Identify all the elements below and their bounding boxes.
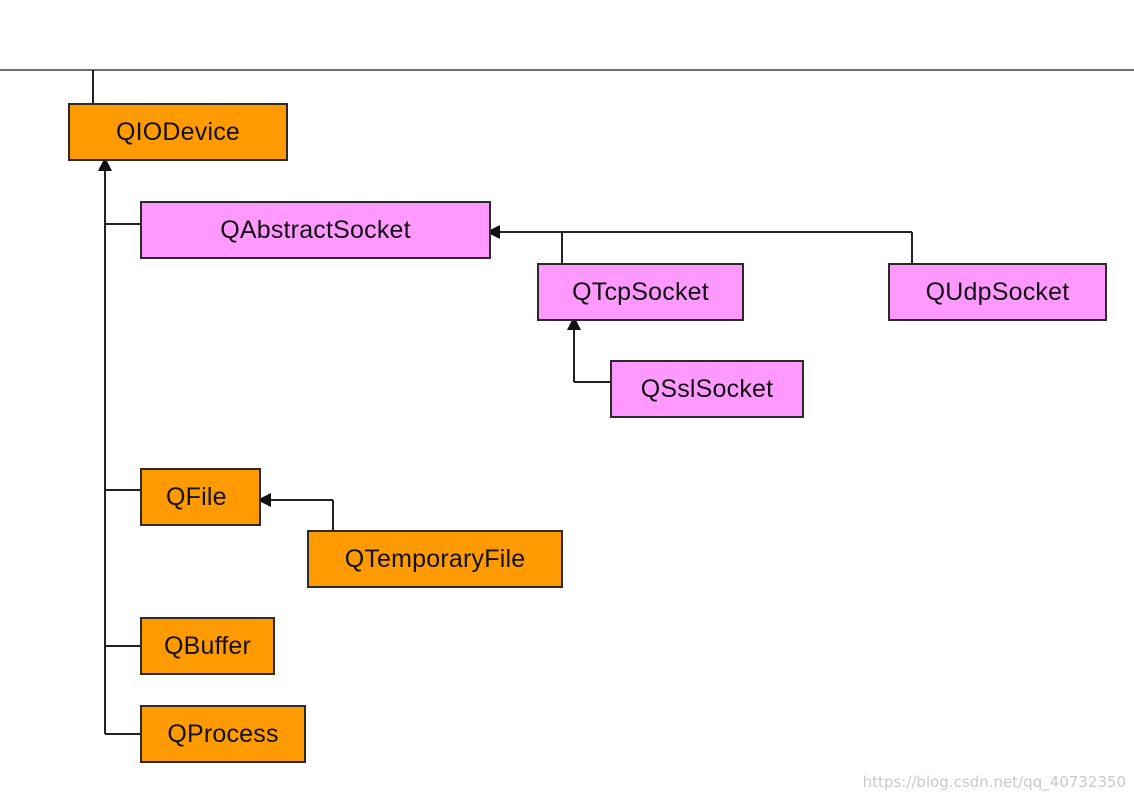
node-label: QSslSocket	[640, 374, 774, 403]
node-label: QAbstractSocket	[220, 215, 411, 244]
node-label: QBuffer	[163, 631, 252, 660]
arrow-up-to-qiodevice	[98, 157, 112, 171]
watermark: https://blog.csdn.net/qq_40732350	[862, 773, 1126, 791]
top-divider	[0, 69, 1134, 71]
node-qsslsocket: QSslSocket	[610, 360, 804, 418]
node-qbuffer: QBuffer	[140, 617, 275, 675]
node-qtcpsocket: QTcpSocket	[537, 263, 744, 321]
node-label: QIODevice	[115, 117, 241, 146]
node-qudpsocket: QUdpSocket	[888, 263, 1107, 321]
node-label: QProcess	[167, 719, 279, 748]
node-label: QTemporaryFile	[344, 544, 526, 573]
node-label: QTcpSocket	[572, 277, 709, 306]
node-qprocess: QProcess	[140, 705, 306, 763]
node-label: QFile	[166, 482, 227, 511]
node-qtemporaryfile: QTemporaryFile	[307, 530, 563, 588]
node-qabstractsocket: QAbstractSocket	[140, 201, 491, 259]
node-qfile: QFile	[140, 468, 261, 526]
node-qiodevice: QIODevice	[68, 103, 288, 161]
arrow-left-to-qabstractsocket	[486, 225, 500, 239]
arrow-left-to-qfile	[257, 493, 271, 507]
node-label: QUdpSocket	[925, 277, 1070, 306]
arrow-up-to-qtcpsocket	[567, 316, 581, 330]
